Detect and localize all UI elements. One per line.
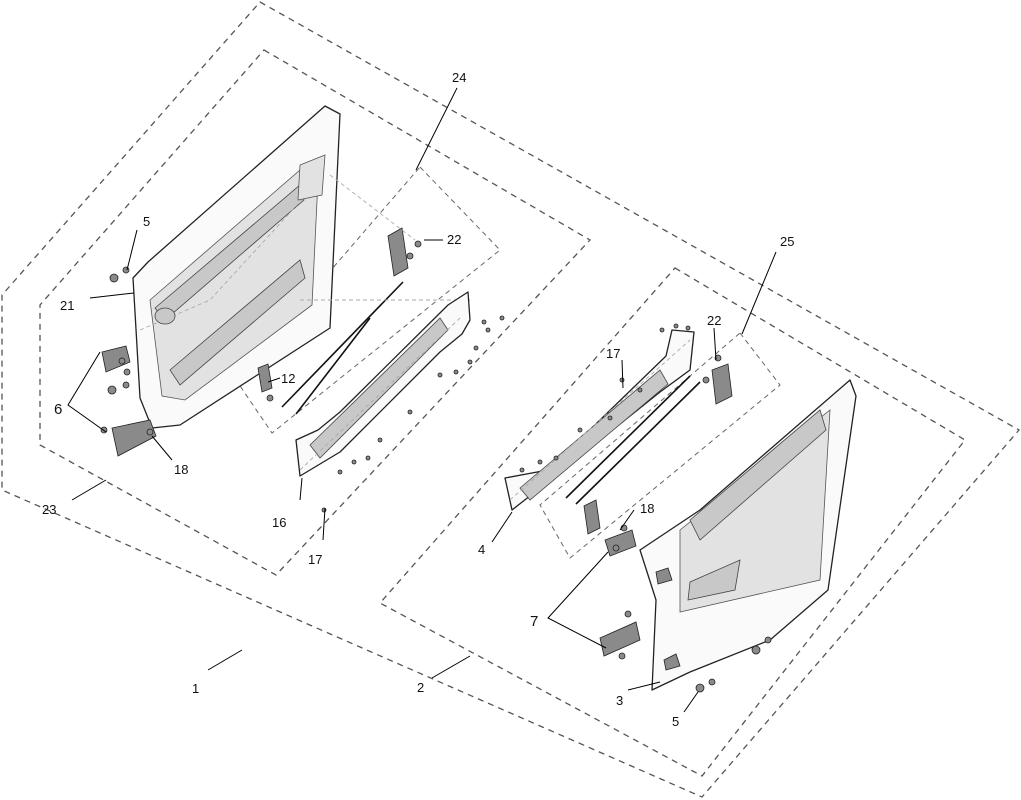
left-trim-panel [295, 291, 471, 477]
left-hardware-5 [107, 266, 130, 395]
right-rods [565, 375, 701, 535]
left-upper-hinge [101, 345, 131, 376]
callout-23: 23 [42, 502, 56, 517]
callout-1: 1 [192, 681, 199, 696]
left-latch-bracket [387, 227, 422, 277]
assembly-2-outline [378, 267, 966, 777]
right-trim-panel [504, 329, 695, 511]
callout-22-left: 22 [447, 232, 461, 247]
callout-18-left: 18 [174, 462, 188, 477]
callout-17-left: 17 [308, 552, 322, 567]
right-hardware-5 [695, 636, 772, 693]
callout-22-right: 22 [707, 313, 721, 328]
callout-18-right: 18 [640, 501, 654, 516]
left-door-panel [132, 105, 341, 429]
assembly-25-outline [539, 332, 781, 559]
callout-17-right: 17 [606, 346, 620, 361]
assembly-24-outline [235, 166, 501, 434]
callout-5-left: 5 [143, 214, 150, 229]
right-trim-fasteners [519, 323, 691, 473]
callout-6: 6 [54, 401, 62, 418]
right-latch-bracket [702, 354, 733, 405]
callout-5-right: 5 [672, 714, 679, 729]
callout-4: 4 [478, 542, 485, 557]
right-lower-hinge [599, 610, 641, 660]
callout-21: 21 [60, 298, 74, 313]
callout-25: 25 [780, 234, 794, 249]
callout-7: 7 [530, 613, 538, 630]
callout-16: 16 [272, 515, 286, 530]
callout-2: 2 [417, 680, 424, 695]
left-lower-hinge [100, 419, 157, 457]
assembly-23-outline [39, 49, 592, 576]
leader-lines [67, 87, 777, 713]
callout-12: 12 [281, 371, 295, 386]
callout-3: 3 [616, 693, 623, 708]
left-rods [257, 281, 404, 415]
right-door-panel [639, 379, 857, 691]
callout-24: 24 [452, 70, 466, 85]
left-trim-fasteners [321, 315, 505, 513]
